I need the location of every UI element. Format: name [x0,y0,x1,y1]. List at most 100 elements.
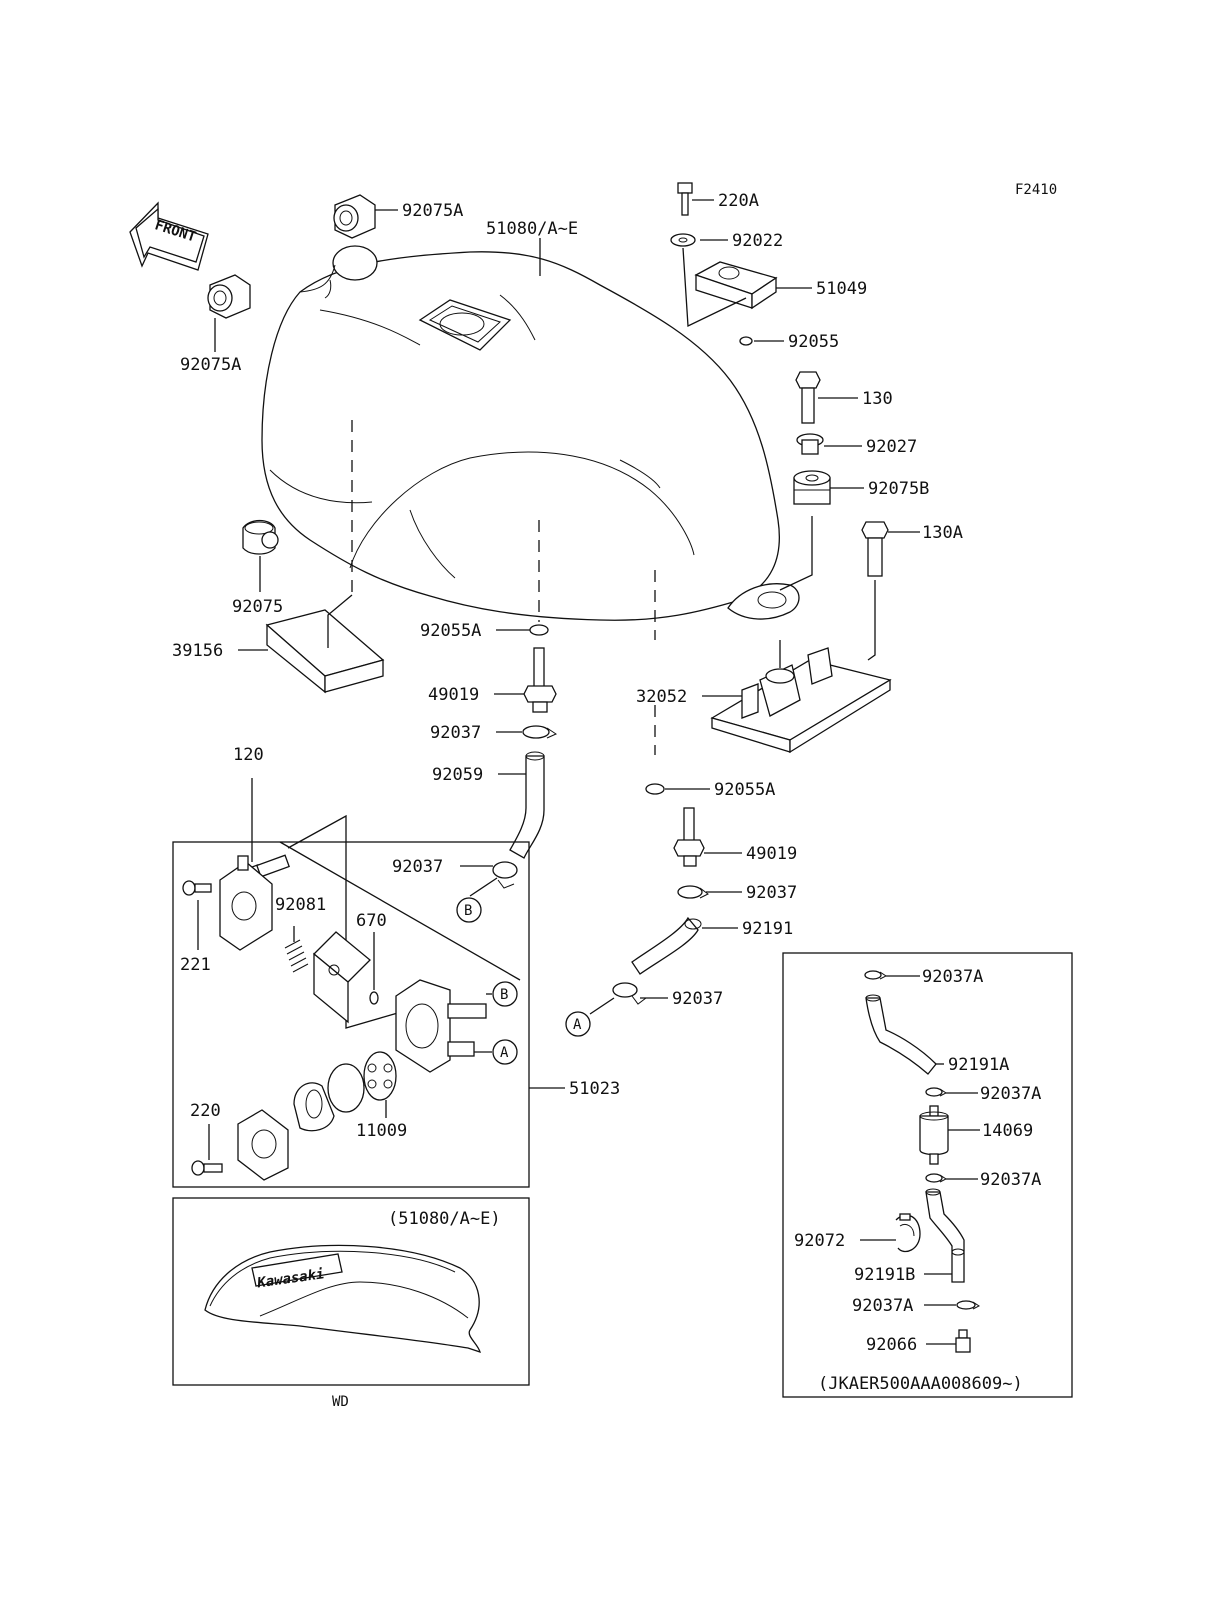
figure-code: F2410 [1015,182,1057,198]
clamp-92037a-2 [925,1087,947,1097]
label-92037-4: 92037 [672,989,723,1009]
callout-b-lower [492,981,518,1007]
label-11009: 11009 [356,1121,407,1141]
clamp-92037-1 [522,725,558,739]
damper-92075a-left [207,274,251,319]
label-92022: 92022 [732,231,783,251]
oring-large [327,1063,365,1113]
cap-92066 [955,1329,971,1353]
screw-221 [182,880,212,896]
label-92055: 92055 [788,332,839,352]
filter-11009 [363,1051,397,1101]
serial-note: (JKAER500AAA008609~) [818,1374,1023,1394]
label-39156: 39156 [172,641,223,661]
label-92037a-4: 92037A [852,1296,913,1316]
label-92037a-3: 92037A [980,1170,1041,1190]
label-92191a: 92191A [948,1055,1009,1075]
label-92191: 92191 [742,919,793,939]
label-670: 670 [356,911,387,931]
fuel-filter-14069 [919,1105,949,1165]
callout-b-upper [456,897,482,923]
hose-92191b [925,1188,965,1283]
label-92066: 92066 [866,1335,917,1355]
grommet-92075 [242,519,279,555]
spring-92081 [284,939,309,973]
callout-a-upper [565,1011,591,1037]
oring-92055 [739,336,753,346]
label-51080: 51080/A~E [486,219,578,239]
label-92027: 92027 [866,437,917,457]
clamp-92037a-3 [925,1173,947,1183]
clamp-92037-3 [677,885,709,899]
label-130a: 130A [922,523,963,543]
lever-knob [293,1082,335,1132]
label-92191b: 92191B [854,1265,915,1285]
grommet-92075b [793,470,831,505]
label-92037a-1: 92037A [922,967,983,987]
front-arrow-icon: FRONT [129,201,209,271]
label-51023: 51023 [569,1079,620,1099]
oring-92055a-left [529,624,549,636]
bolt-130a [861,521,889,577]
hose-92059 [509,751,545,859]
inset-caption: (51080/A~E) [388,1209,501,1229]
oring-92055a-right [645,783,665,795]
wd-tank-graphic: Kawasaki [204,1244,481,1353]
hose-92191 [631,916,702,975]
label-51049: 51049 [816,279,867,299]
clamp-92037a-1 [864,970,887,980]
label-92037a-2: 92037A [980,1084,1041,1104]
clamp-92072 [895,1213,921,1253]
fuel-cock-49019-left [523,647,557,713]
callout-b-upper-label: B [464,903,472,919]
fuel-tank [261,245,800,621]
label-92055a-right: 92055A [714,780,775,800]
wd-inset-box [172,1197,530,1386]
pad-39156 [265,609,385,694]
clamp-92037a-4 [956,1300,980,1310]
diaphragm-plate [313,931,371,1024]
label-92075a-top: 92075A [402,201,463,221]
bolt-130 [795,371,821,424]
callout-a-lower-label: A [500,1045,509,1061]
label-220: 220 [190,1101,221,1121]
label-92037-1: 92037 [430,723,481,743]
label-92059: 92059 [432,765,483,785]
fuel-cock-body [395,979,487,1073]
fuel-cock-box [172,841,530,1188]
label-92037-3: 92037 [746,883,797,903]
cover-plate-left [219,855,273,951]
filter-kit-box [782,952,1073,1398]
bracket-32052 [710,647,892,754]
clamp-92037-4 [612,982,647,1005]
label-92055a-left: 92055A [420,621,481,641]
cover-51049 [694,261,778,310]
fuel-cock-49019-right [673,807,705,867]
label-120: 120 [233,745,264,765]
label-92037-2: 92037 [392,857,443,877]
label-130: 130 [862,389,893,409]
label-220a: 220A [718,191,759,211]
callout-b-lower-label: B [500,987,508,1003]
oring-670 [369,991,379,1005]
lever-plate-220 [237,1109,289,1181]
label-92075a-left: 92075A [180,355,241,375]
label-221: 221 [180,955,211,975]
bolt-220a [677,182,693,216]
label-92072: 92072 [794,1231,845,1251]
screw-220 [191,1160,223,1176]
clamp-92037-2 [492,861,518,889]
label-49019-right: 49019 [746,844,797,864]
washer-92022 [670,233,696,247]
callout-a-upper-label: A [573,1017,582,1033]
damper-92075a-top [333,194,376,239]
label-92075b: 92075B [868,479,929,499]
inset-label-wd: WD [332,1394,349,1410]
label-32052: 32052 [636,687,687,707]
label-14069: 14069 [982,1121,1033,1141]
label-92075: 92075 [232,597,283,617]
label-49019-left: 49019 [428,685,479,705]
collar-92027 [796,433,824,455]
